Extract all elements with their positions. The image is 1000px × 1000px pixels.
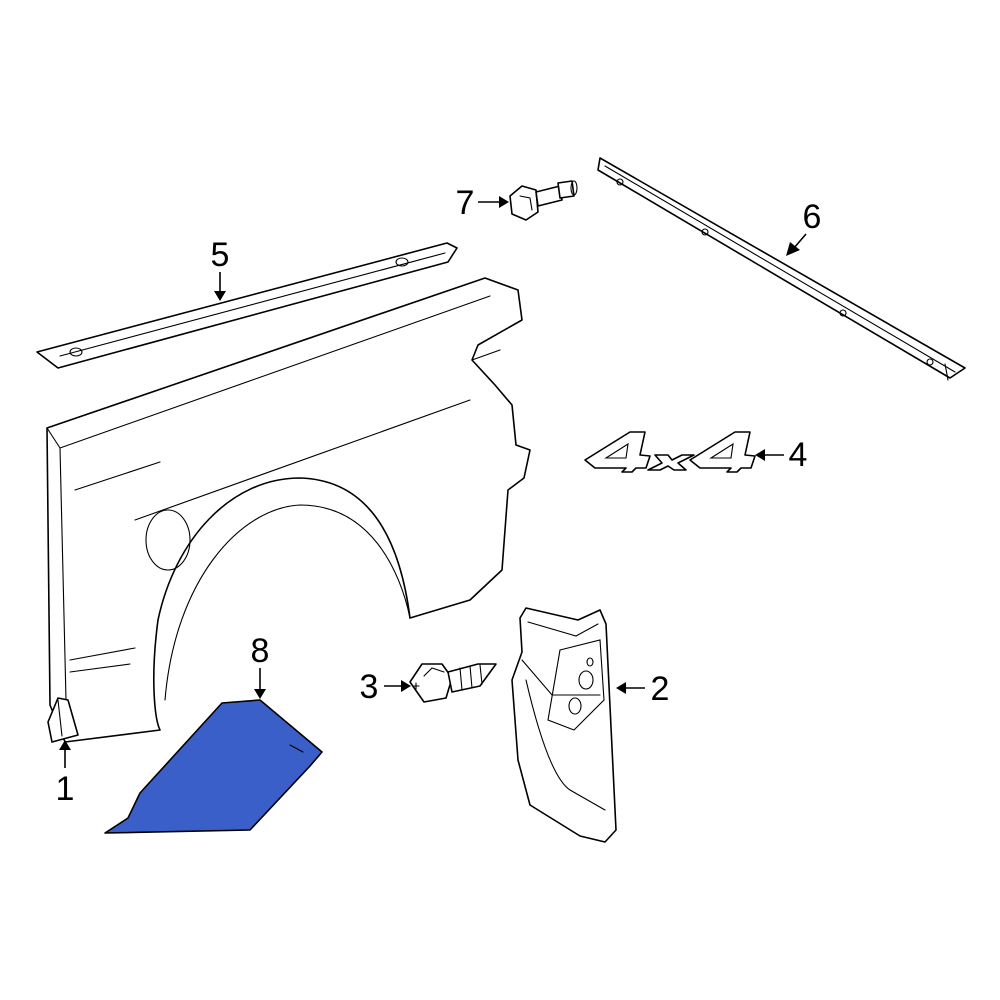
callout-5: 5 xyxy=(211,236,230,274)
part-3-bolt[interactable] xyxy=(409,663,497,703)
part-6-rail-cap[interactable] xyxy=(597,157,966,381)
part-1-corner-cap[interactable] xyxy=(47,697,79,743)
part-4-emblem[interactable] xyxy=(584,431,756,473)
part-5-rail-cap[interactable] xyxy=(36,242,458,369)
part-2-mud-flap[interactable] xyxy=(511,607,617,843)
callout-2: 2 xyxy=(651,670,670,708)
callout-7: 7 xyxy=(456,184,475,222)
callout-3: 3 xyxy=(360,668,379,706)
callout-8: 8 xyxy=(251,632,270,670)
bed-side-panel xyxy=(46,277,531,743)
callout-4: 4 xyxy=(789,436,808,474)
part-7-clip[interactable] xyxy=(509,180,578,221)
callout-1: 1 xyxy=(56,770,75,808)
callout-labels: 1 2 3 4 5 6 7 8 xyxy=(56,184,822,808)
part-8-splash-shield[interactable] xyxy=(104,699,323,834)
callout-6: 6 xyxy=(803,198,822,236)
callout-arrows xyxy=(59,196,807,768)
